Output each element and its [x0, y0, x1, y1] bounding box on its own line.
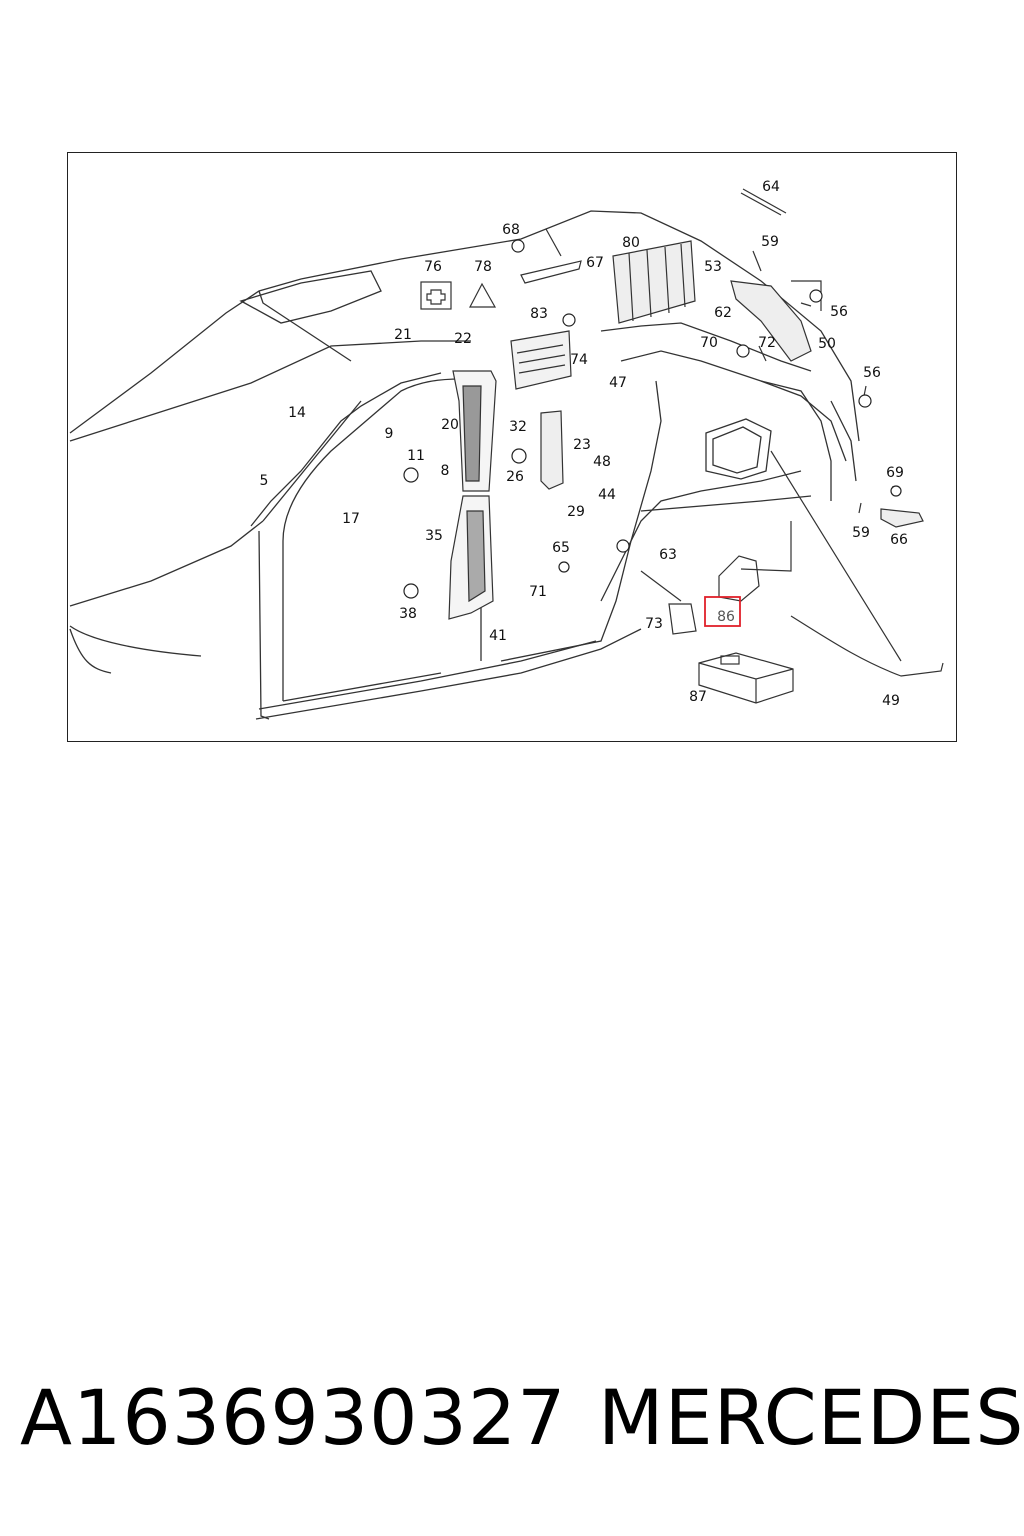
part-label-50: 50: [818, 336, 836, 352]
part-label-78: 78: [474, 259, 492, 275]
part-label-48: 48: [593, 454, 611, 470]
part-label-73: 73: [645, 616, 663, 632]
part-label-76: 76: [424, 259, 442, 275]
part-label-59: 59: [852, 525, 870, 541]
part-label-86: 86: [717, 609, 735, 625]
part-label-67: 67: [586, 255, 604, 271]
part-label-14: 14: [288, 405, 306, 421]
footer: A1636930327 MERCEDES: [0, 1370, 1024, 1480]
part-label-49: 49: [882, 693, 900, 709]
part-label-32: 32: [509, 419, 527, 435]
part-label-68: 68: [502, 222, 520, 238]
parts-diagram: 6459688067537678568362212274707250475614…: [69, 179, 944, 720]
highlight-box-86: [704, 596, 741, 627]
part-label-38: 38: [399, 606, 417, 622]
part-label-56: 56: [863, 365, 881, 381]
part-label-41: 41: [489, 628, 507, 644]
part-label-47: 47: [609, 375, 627, 391]
part-label-74: 74: [570, 352, 588, 368]
part-label-29: 29: [567, 504, 585, 520]
fasteners: [403, 239, 902, 599]
part-label-53: 53: [704, 259, 722, 275]
part-label-62: 62: [714, 305, 732, 321]
part-label-72: 72: [758, 335, 776, 351]
part-label-22: 22: [454, 331, 472, 347]
part-label-69: 69: [886, 465, 904, 481]
part-label-59: 59: [761, 234, 779, 250]
trim-parts: [420, 188, 944, 704]
part-label-64: 64: [762, 179, 780, 195]
part-label-8: 8: [441, 463, 450, 479]
part-label-20: 20: [441, 417, 459, 433]
part-label-65: 65: [552, 540, 570, 556]
part-label-44: 44: [598, 487, 616, 503]
part-label-71: 71: [529, 584, 547, 600]
part-label-23: 23: [573, 437, 591, 453]
part-number: A1636930327: [20, 1373, 567, 1462]
part-label-87: 87: [689, 689, 707, 705]
part-label-63: 63: [659, 547, 677, 563]
part-label-80: 80: [622, 235, 640, 251]
vehicle-body-outline: [69, 210, 860, 720]
part-label-9: 9: [385, 426, 394, 442]
part-label-70: 70: [700, 335, 718, 351]
brand-name: MERCEDES: [598, 1373, 1024, 1462]
part-label-35: 35: [425, 528, 443, 544]
part-label-26: 26: [506, 469, 524, 485]
part-label-21: 21: [394, 327, 412, 343]
part-label-11: 11: [407, 448, 425, 464]
part-label-83: 83: [530, 306, 548, 322]
part-label-56: 56: [830, 304, 848, 320]
part-label-66: 66: [890, 532, 908, 548]
part-label-17: 17: [342, 511, 360, 527]
part-label-5: 5: [260, 473, 269, 489]
